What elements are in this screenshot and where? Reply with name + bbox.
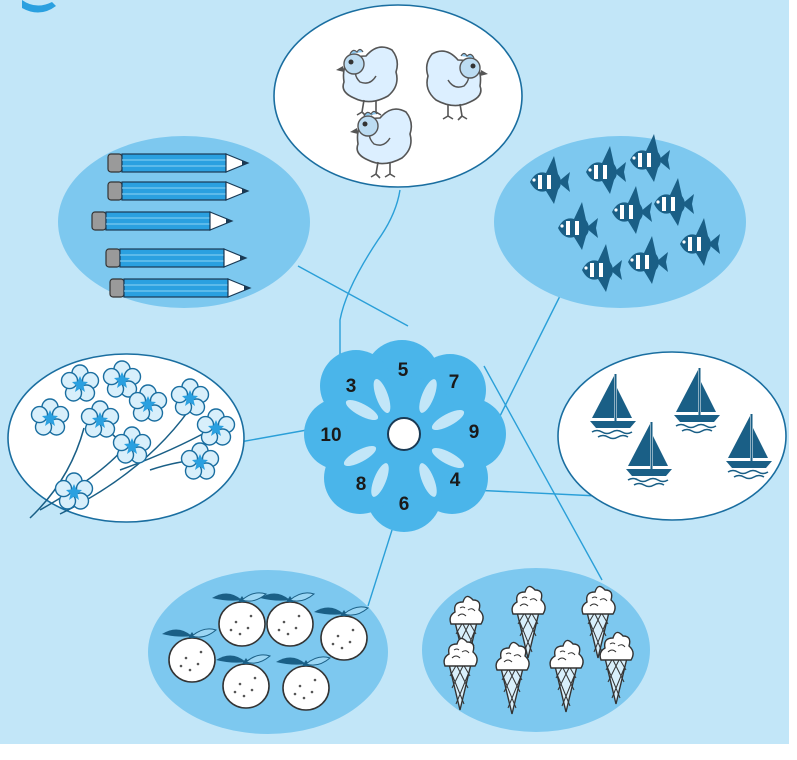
line-fruits — [367, 529, 393, 607]
number-flower: 5 7 9 4 6 8 10 3 — [304, 340, 506, 532]
number-10: 10 — [320, 425, 341, 446]
petal-highlights — [343, 378, 465, 497]
white-right-strip — [789, 0, 797, 760]
connector-lines — [239, 189, 603, 607]
number-7: 7 — [449, 372, 460, 393]
fish-oval — [494, 136, 746, 308]
pencil-icon — [107, 181, 249, 201]
icecream-group[interactable] — [422, 568, 650, 732]
pencils-group[interactable] — [58, 136, 310, 308]
bird-wing-icon — [22, 0, 56, 13]
chickens-group[interactable] — [273, 4, 523, 188]
flowers-group[interactable] — [7, 353, 245, 523]
line-chickens — [339, 189, 401, 356]
pencil-icon — [109, 278, 251, 298]
line-icecream — [483, 365, 603, 581]
chickens-oval — [273, 4, 523, 188]
number-5: 5 — [398, 360, 409, 381]
number-4: 4 — [450, 470, 461, 491]
line-boats — [471, 489, 599, 497]
line-pencils — [297, 265, 409, 327]
pencil-icon — [91, 211, 233, 231]
line-fish — [497, 295, 561, 421]
pencil-icon — [105, 248, 247, 268]
pencil-icon — [107, 153, 249, 173]
boats-group[interactable] — [557, 351, 787, 521]
number-9: 9 — [469, 422, 480, 443]
number-6: 6 — [399, 494, 410, 515]
number-3: 3 — [346, 376, 357, 397]
white-bottom-strip — [0, 744, 797, 760]
flower-center — [387, 417, 421, 451]
fish-group[interactable] — [494, 134, 746, 308]
number-8: 8 — [356, 474, 367, 495]
fruits-group[interactable] — [148, 570, 388, 734]
